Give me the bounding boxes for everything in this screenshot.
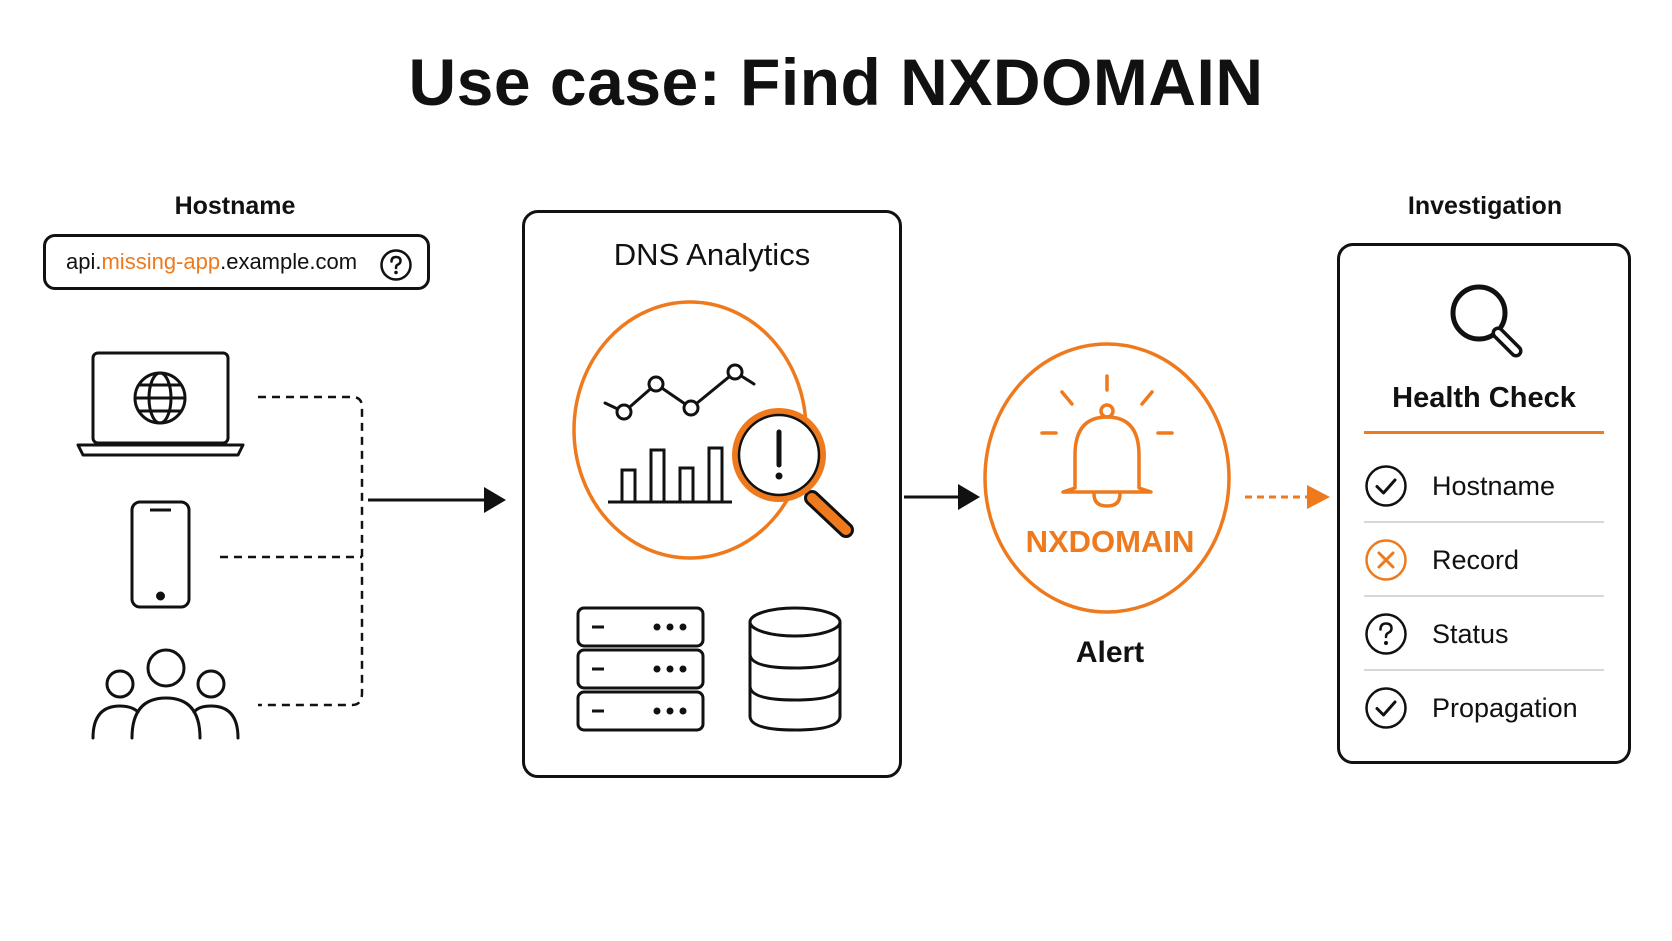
alert-status: NXDOMAIN [1025,524,1195,559]
arrow-head-alert [958,484,980,510]
bell-icon [1040,374,1174,508]
search-icon [1450,284,1523,358]
server-stack-icon [576,606,705,732]
question-circle-icon [1365,613,1407,655]
investigation-label: Investigation [1407,192,1563,220]
check-divider [1364,669,1604,671]
hostname-highlight: missing-app [101,249,221,274]
arrow-head-dns [484,487,506,513]
hostname-input[interactable]: api.missing-app.example.com [43,234,430,290]
magnifier-alert-icon [732,408,854,538]
check-divider [1364,521,1604,523]
smartphone-icon [130,500,191,609]
hostname-label: Hostname [174,192,296,220]
users-group-icon [91,648,240,740]
bar-chart-icon [608,446,732,504]
x-circle-icon [1365,539,1407,581]
check-circle-icon [1365,687,1407,729]
alert-label: Alert [1075,636,1145,669]
check-label: Record [1432,544,1520,575]
check-label: Propagation [1432,692,1578,723]
check-label: Status [1432,618,1509,649]
alert-circle [983,342,1231,614]
check-circle-icon [1365,465,1407,507]
hostname-suffix: .example.com [220,249,358,274]
check-label: Hostname [1432,470,1556,501]
laptop-globe-icon [76,351,245,457]
hostname-prefix: api. [66,249,102,274]
line-chart-icon [603,363,756,421]
check-row-propagation: Propagation [1364,672,1604,744]
source-connector-laptop [258,395,364,707]
check-row-record: Record [1364,524,1604,596]
health-check-title: Health Check [1392,382,1576,414]
investigation-panel: Health Check Hostname Record Status Prop… [1337,243,1631,764]
page-title: Use case: Find NXDOMAIN [408,45,1264,119]
health-check-underline [1364,431,1604,434]
database-icon [748,606,842,732]
dns-analytics-title: DNS Analytics [613,237,811,272]
check-divider [1364,595,1604,597]
check-row-hostname: Hostname [1364,450,1604,522]
arrow-head-investigation [1307,485,1330,509]
check-row-status: Status [1364,598,1604,670]
question-circle-icon[interactable] [379,248,413,282]
